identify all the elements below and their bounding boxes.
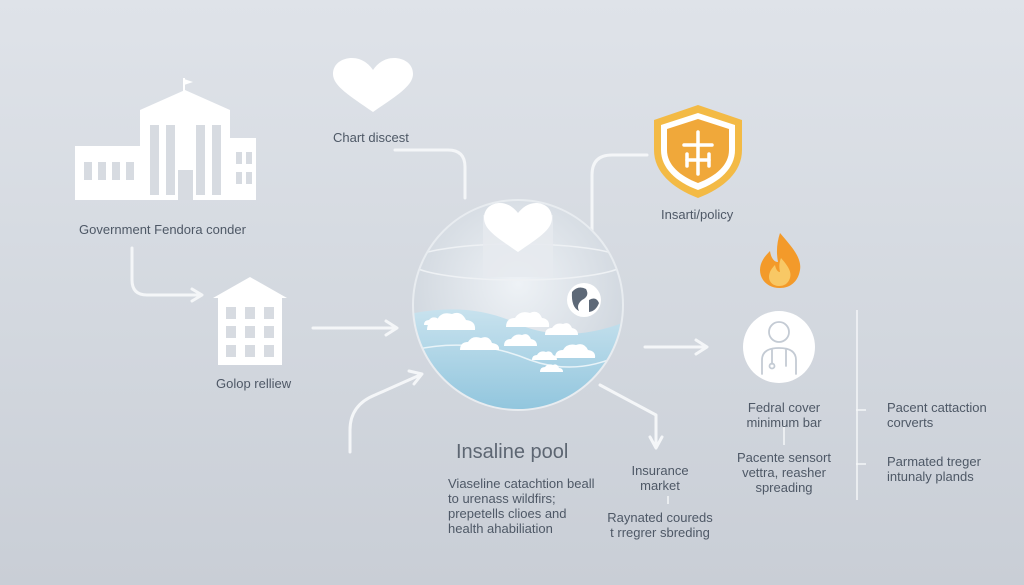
heart-icon [333,58,413,112]
pool-description-line: to urenass wildfirs; [448,491,556,506]
shield-cross-icon [654,105,742,198]
pool-description-line: prepetells clioes and [448,506,567,521]
heart-icon [484,203,552,252]
arrow-pool-to-person [694,338,709,356]
connector-policy-to-pool [590,153,649,242]
insurance-pool-sphere [412,199,624,411]
label-group-review: Golop relliew [216,376,292,391]
parmated-line: intunaly plands [887,469,974,484]
pacente-sensort-line: vettra, reasher [742,465,826,480]
pacente-sensort-line: Pacente sensort [737,450,831,465]
flame-icon [760,233,801,288]
label-raynated: Raynated coureds t rregrer sbreding [598,510,722,540]
raynated-line: t rregrer sbreding [610,525,710,540]
arrow-pool-to-market [648,435,664,450]
label-pool-title: Insaline pool [456,441,569,463]
arrow-govt-to-building [190,287,204,303]
insurance-market-line: market [640,478,680,493]
government-building-icon [75,78,256,200]
connectors [130,148,709,454]
globe-icon [567,283,601,317]
label-parmated: Parmated treger intunaly plands [887,454,981,484]
person-avatar-icon [743,311,815,383]
label-pool-description: Viaseline catachtion beall to urenass wi… [448,476,594,536]
pacent-cattaction-line: corverts [887,415,934,430]
parmated-line: Parmated treger [887,454,981,469]
connector-chart-to-pool [393,148,467,200]
insurance-market-line: Insurance [631,463,689,478]
small-building-icon [213,277,287,365]
label-pacente-sensort: Pacente sensort vettra, reasher spreadin… [722,450,846,495]
federal-cover-line: Fedral cover [747,400,821,415]
connector-govt-to-building [130,246,202,297]
pacente-sensort-line: spreading [755,480,813,495]
pool-description-line: health ahabiliation [448,521,553,536]
arrow-building-to-pool [384,319,399,337]
cloud-icon [424,311,596,372]
pacent-cattaction-line: Pacent cattaction [887,400,987,415]
label-chart-disease: Chart discest [333,130,409,145]
label-government: Government Fendora conder [79,222,246,237]
label-insurance-market: Insurance market [624,463,696,493]
label-insurance-policy: Insarti/policy [661,207,734,222]
label-federal-cover: Fedral cover minimum bar [734,400,834,430]
label-pacent-cattaction: Pacent cattaction corverts [887,400,987,430]
arrow-bottom-to-pool [407,369,424,386]
right-dividers [667,310,866,504]
connector-pool-to-market [598,383,658,447]
federal-cover-line: minimum bar [746,415,822,430]
connector-bottom-to-pool [348,373,422,454]
raynated-line: Raynated coureds [607,510,713,525]
pool-description-line: Viaseline catachtion beall [448,476,595,491]
